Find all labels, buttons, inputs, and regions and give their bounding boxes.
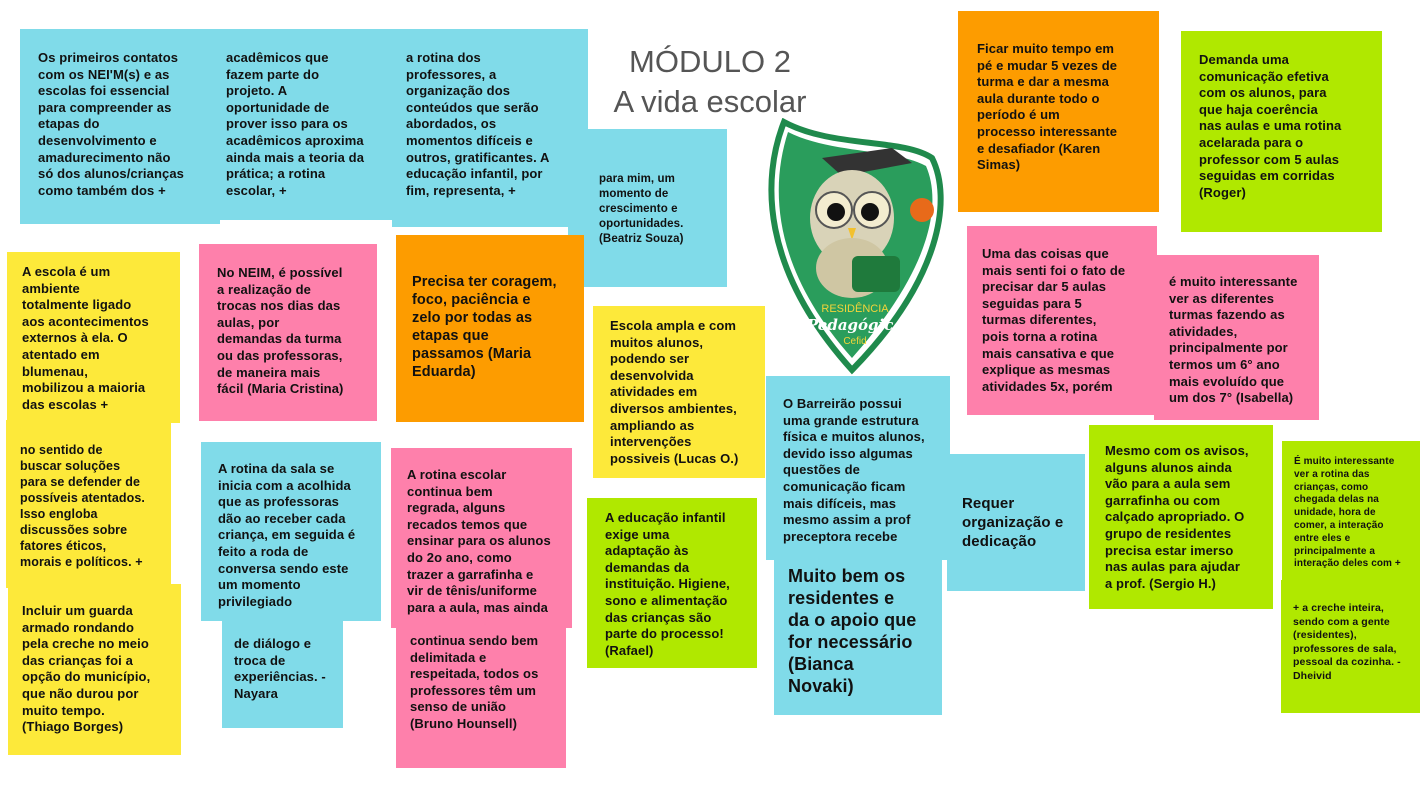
sticky-note[interactable]: A rotina escolar continua bem regrada, a… — [391, 448, 572, 628]
page-title: MÓDULO 2 A vida escolar — [560, 42, 860, 122]
sticky-note[interactable]: de diálogo e troca de experiências. - Na… — [222, 621, 343, 728]
sticky-note[interactable]: A rotina da sala se inicia com a acolhid… — [201, 442, 381, 621]
note-text: a rotina dos professores, a organização … — [406, 50, 550, 198]
sticky-note[interactable]: É muito interessante ver a rotina das cr… — [1282, 441, 1420, 581]
sticky-note[interactable]: Requer organização e dedicação — [947, 454, 1085, 591]
note-text: Uma das coisas que mais senti foi o fato… — [982, 246, 1126, 394]
sticky-note[interactable]: Demanda uma comunicação efetiva com os a… — [1181, 31, 1382, 232]
note-text: É muito interessante ver a rotina das cr… — [1294, 456, 1401, 570]
sticky-note[interactable]: para mim, um momento de crescimento e op… — [568, 129, 727, 287]
logo-text-pedagogica: Pedagógica — [806, 316, 904, 334]
note-text: Requer organização e dedicação — [962, 495, 1064, 550]
note-text: Demanda uma comunicação efetiva com os a… — [1199, 52, 1342, 200]
note-text: A rotina da sala se inicia com a acolhid… — [218, 461, 356, 609]
note-text: A escola é um ambiente totalmente ligado… — [22, 264, 149, 412]
note-text: No NEIM, é possível a realização de troc… — [217, 265, 344, 397]
sticky-note[interactable]: Muito bem os residentes e da o apoio que… — [774, 560, 942, 715]
sticky-note[interactable]: a rotina dos professores, a organização … — [392, 29, 588, 227]
sticky-note[interactable]: A educação infantil exige uma adaptação … — [587, 498, 757, 668]
title-subtitle: A vida escolar — [613, 84, 807, 119]
sticky-note[interactable]: continua sendo bem delimitada e respeita… — [396, 628, 566, 768]
note-text: de diálogo e troca de experiências. - Na… — [234, 636, 326, 701]
note-text: Precisa ter coragem, foco, paciência e z… — [412, 274, 557, 380]
note-text: A educação infantil exige uma adaptação … — [605, 510, 730, 658]
residencia-pedagogica-logo: RESIDÊNCIA Pedagógica Cefid — [752, 117, 957, 376]
sticky-note[interactable]: Escola ampla e com muitos alunos, podend… — [593, 306, 765, 478]
note-text: Os primeiros contatos com os NEI'M(s) e … — [38, 50, 184, 198]
sticky-note[interactable]: no sentido de buscar soluções para se de… — [6, 420, 171, 588]
logo-text-cefid: Cefid — [843, 336, 867, 347]
sticky-note[interactable]: A escola é um ambiente totalmente ligado… — [7, 252, 180, 423]
note-text: para mim, um momento de crescimento e op… — [599, 173, 684, 245]
note-text: Muito bem os residentes e da o apoio que… — [788, 566, 917, 696]
note-text: Ficar muito tempo em pé e mudar 5 vezes … — [977, 41, 1118, 173]
note-text: Mesmo com os avisos, alguns alunos ainda… — [1105, 443, 1249, 591]
sticky-note[interactable]: Os primeiros contatos com os NEI'M(s) e … — [20, 29, 220, 224]
sticky-note[interactable]: acadêmicos que fazem parte do projeto. A… — [190, 29, 392, 220]
note-text: no sentido de buscar soluções para se de… — [20, 443, 145, 569]
sticky-note[interactable]: Precisa ter coragem, foco, paciência e z… — [396, 235, 584, 422]
note-text: + a creche inteira, sendo com a gente (r… — [1293, 602, 1401, 682]
note-text: é muito interessante ver as diferentes t… — [1169, 274, 1298, 406]
title-module: MÓDULO 2 — [629, 44, 791, 79]
sticky-note[interactable]: é muito interessante ver as diferentes t… — [1154, 255, 1319, 420]
sticky-note[interactable]: Mesmo com os avisos, alguns alunos ainda… — [1089, 425, 1273, 609]
note-text: acadêmicos que fazem parte do projeto. A… — [226, 50, 365, 198]
sticky-note[interactable]: + a creche inteira, sendo com a gente (r… — [1281, 580, 1420, 713]
sticky-note[interactable]: Uma das coisas que mais senti foi o fato… — [967, 226, 1157, 415]
note-text: A rotina escolar continua bem regrada, a… — [407, 467, 551, 615]
sticky-note[interactable]: No NEIM, é possível a realização de troc… — [199, 244, 377, 421]
sticky-note[interactable]: Ficar muito tempo em pé e mudar 5 vezes … — [958, 11, 1159, 212]
sticky-note[interactable]: Incluir um guarda armado rondando pela c… — [8, 584, 181, 755]
note-text: O Barreirão possui uma grande estrutura … — [783, 396, 925, 544]
logo-text-residencia: RESIDÊNCIA — [821, 303, 889, 315]
owl-shield-icon — [768, 117, 944, 375]
note-text: Escola ampla e com muitos alunos, podend… — [610, 318, 739, 466]
sticky-note[interactable]: O Barreirão possui uma grande estrutura … — [766, 376, 950, 560]
note-text: continua sendo bem delimitada e respeita… — [410, 633, 539, 731]
note-text: Incluir um guarda armado rondando pela c… — [22, 603, 151, 735]
